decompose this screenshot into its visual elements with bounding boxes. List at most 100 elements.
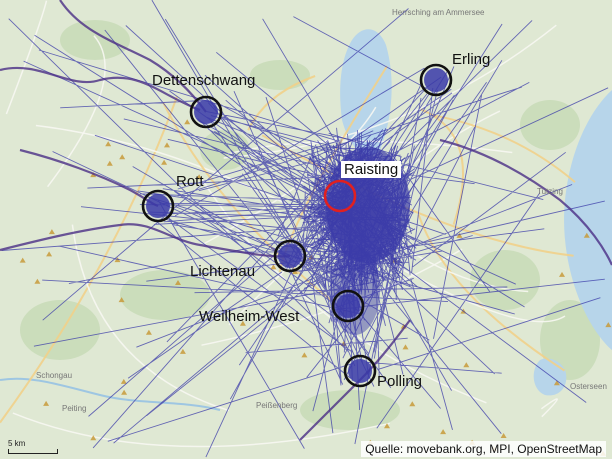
- forest-patch: [60, 20, 130, 60]
- mountain-icon: [119, 154, 126, 160]
- mountain-icon: [34, 278, 41, 284]
- site-label-lichtenau: Lichtenau: [190, 263, 256, 280]
- site-label-dettenschwang: Dettenschwang: [152, 72, 256, 89]
- mountain-icon: [196, 174, 203, 180]
- forest-patch: [20, 300, 100, 360]
- road: [47, 35, 106, 188]
- site-fill: [278, 244, 302, 268]
- site-ring: [343, 354, 377, 388]
- mountain-icon: [118, 297, 125, 303]
- mountain-icon: [106, 160, 113, 166]
- site-markers: [141, 63, 453, 388]
- forest-patch: [470, 250, 540, 310]
- site-ring: [189, 95, 223, 129]
- site-ring-dettenschwang: [189, 95, 223, 129]
- site-ring: [331, 289, 365, 323]
- site-ring-polling: [343, 354, 377, 388]
- road: [540, 398, 558, 418]
- mountain-icon: [105, 141, 112, 147]
- site-ring: [273, 239, 307, 273]
- mountain-icon: [605, 322, 612, 328]
- base-town-schongau: Schongau: [36, 371, 73, 380]
- flight-path: [439, 138, 612, 266]
- mountain-icon: [553, 380, 560, 386]
- road: [393, 264, 566, 323]
- site-ring-erling: [419, 63, 453, 97]
- mountain-icon: [90, 435, 97, 441]
- site-label-raisting: Raisting: [341, 161, 402, 178]
- forest-patch: [120, 270, 210, 320]
- site-ring-lichtenau: [273, 239, 307, 273]
- mountain-icon: [301, 352, 308, 358]
- base-town-tutzing: Tutzing: [537, 187, 563, 196]
- mountain-icon: [583, 232, 590, 238]
- mountain-icon: [46, 251, 53, 257]
- mountain-icon: [402, 344, 409, 350]
- site-ring-rott: [141, 189, 175, 223]
- site-fill: [146, 194, 170, 218]
- site-ring: [419, 63, 453, 97]
- base-town-herrsching: Herrsching am Ammersee: [392, 8, 485, 17]
- road: [71, 224, 230, 412]
- mountain-icon: [175, 280, 181, 285]
- lake-starnberg: [564, 90, 612, 350]
- site-ring: [323, 179, 357, 213]
- base-town-peissenberg: Peißenberg: [256, 401, 298, 410]
- road: [12, 412, 390, 448]
- site-fill: [194, 100, 218, 124]
- forest-patch: [250, 60, 310, 90]
- mountain-icon: [559, 271, 565, 277]
- road: [0, 96, 178, 424]
- water-bodies: [0, 29, 612, 411]
- scale-bar-graphic: [8, 449, 58, 454]
- mountain-icon: [456, 232, 463, 238]
- mountain-icon: [120, 378, 127, 384]
- base-town-peiting: Peiting: [62, 404, 87, 413]
- mountain-icon: [239, 320, 246, 326]
- flight-path: [59, 0, 207, 113]
- road: [433, 114, 576, 183]
- road: [201, 179, 487, 404]
- site-ring-weilheim-west: [331, 289, 365, 323]
- mountain-icon: [161, 159, 168, 165]
- site-label-weilheim-west: Weilheim-West: [199, 308, 300, 325]
- mountain-icon: [48, 229, 55, 235]
- site-fill: [424, 68, 448, 92]
- scale-bar: 5 km: [8, 439, 58, 454]
- forest-patch: [520, 100, 580, 150]
- site-label-erling: Erling: [452, 51, 491, 68]
- mountain-icon: [43, 400, 50, 406]
- mountain-icon: [440, 429, 447, 435]
- track-density: [330, 245, 380, 335]
- flight-path: [0, 223, 291, 258]
- mountain-icon: [19, 257, 26, 263]
- site-label-rott: Rott: [176, 173, 204, 190]
- mountain-icon: [184, 119, 191, 125]
- mountain-icon: [463, 362, 470, 368]
- lake-osterseen: [533, 358, 567, 396]
- site-label-polling: Polling: [377, 373, 423, 390]
- mountain-icon: [145, 329, 152, 335]
- road: [5, 0, 48, 115]
- mountain-icon: [179, 348, 186, 354]
- site-ring: [141, 189, 175, 223]
- mountain-icon: [270, 264, 277, 270]
- scale-label: 5 km: [8, 439, 26, 448]
- river: [0, 377, 221, 411]
- site-ring-raisting: [323, 179, 357, 213]
- site-fill: [348, 359, 372, 383]
- forest-patch: [300, 390, 400, 430]
- base-town-osterseen: Osterseen: [570, 382, 607, 391]
- road: [417, 214, 566, 372]
- mountain-icon: [500, 433, 507, 438]
- mountain-icon: [121, 389, 128, 395]
- mountain-icon: [409, 401, 416, 407]
- site-fill: [336, 294, 360, 318]
- mountain-icon: [164, 142, 170, 148]
- mountain-icon: [292, 269, 298, 275]
- flight-path: [0, 66, 201, 112]
- mountain-icon: [384, 423, 390, 429]
- attribution-text: Quelle: movebank.org, MPI, OpenStreetMap: [361, 441, 606, 457]
